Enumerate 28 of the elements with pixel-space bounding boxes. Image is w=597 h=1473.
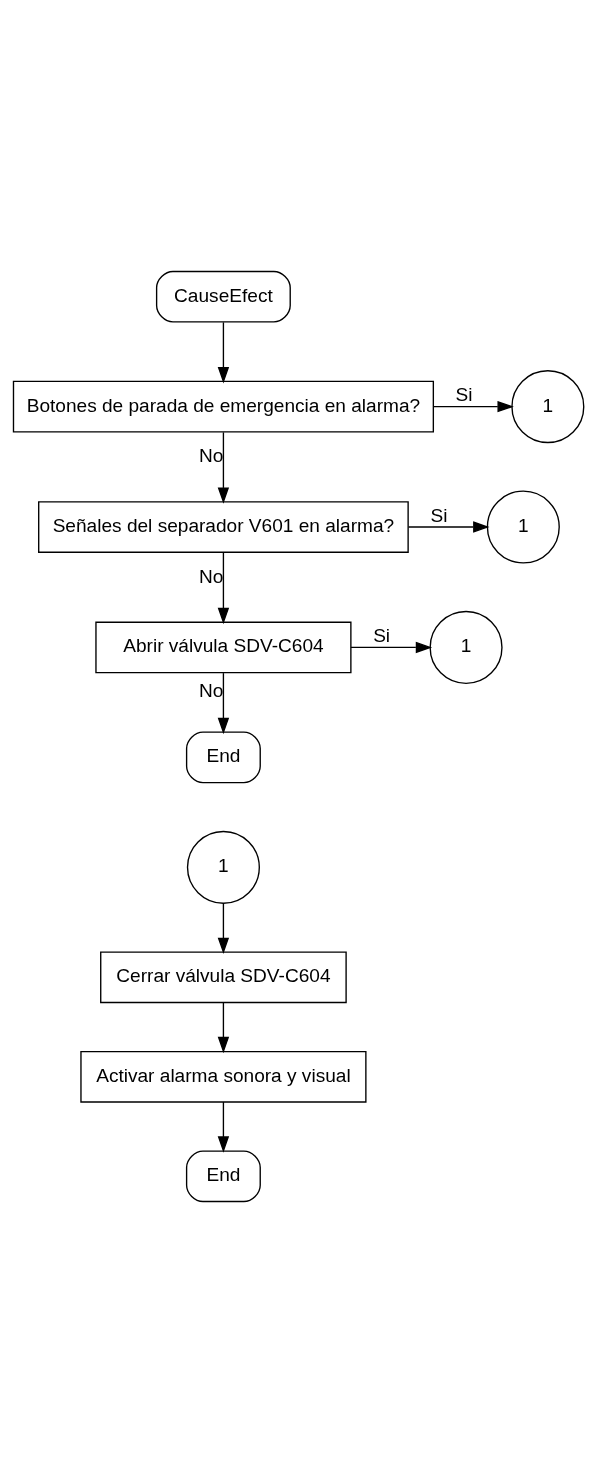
- arrow: [217, 1001, 230, 1054]
- edge-label: No: [198, 680, 224, 702]
- edge-label: Si: [430, 504, 448, 526]
- node-box: Botones de parada de emergencia en alarma?: [12, 380, 435, 433]
- edge-label: Si: [455, 384, 473, 406]
- node-box: CauseEfect: [155, 270, 291, 323]
- node-box: Activar alarma sonora y visual: [80, 1050, 367, 1103]
- arrow: [217, 902, 230, 955]
- node-box: Cerrar válvula SDV-C604: [100, 951, 347, 1004]
- node-box: End: [185, 1150, 261, 1203]
- node-circle: 1: [429, 610, 503, 684]
- arrow: [350, 641, 433, 654]
- node-box: Señales del separador V601 en alarma?: [38, 501, 409, 553]
- node-circle: 1: [511, 370, 585, 444]
- arrow: [217, 1101, 230, 1153]
- arrow: [217, 321, 230, 384]
- edge-label: No: [198, 445, 224, 467]
- arrow: [407, 521, 490, 533]
- arrow: [433, 400, 514, 413]
- node-circle: 1: [486, 490, 560, 564]
- arrow: [217, 431, 230, 504]
- node-box: End: [185, 731, 261, 784]
- arrow: [217, 552, 230, 625]
- arrow: [217, 672, 230, 735]
- edge-label: Si: [373, 625, 391, 647]
- node-circle: 1: [186, 830, 260, 904]
- node-box: Abrir válvula SDV-C604: [95, 621, 352, 674]
- edge-label: No: [198, 565, 224, 587]
